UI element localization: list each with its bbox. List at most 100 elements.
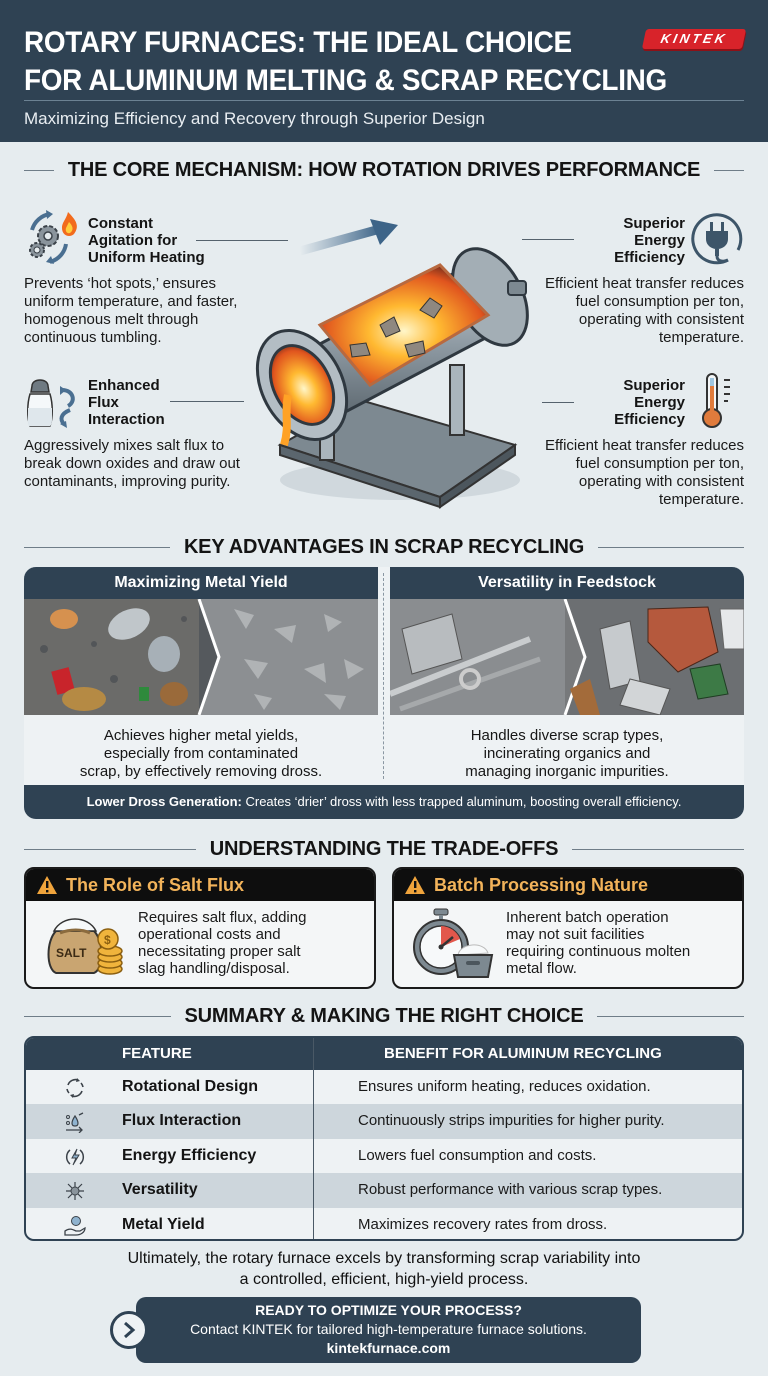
section-title: THE CORE MECHANISM: HOW ROTATION DRIVES …	[67, 158, 701, 181]
note-text: Creates ‘drier’ dross with less trapped …	[241, 794, 682, 809]
description-line: metal flow.	[506, 960, 577, 977]
kintek-logo: KINTEK	[641, 29, 747, 49]
header-banner: ROTARY FURNACES: THE IDEAL CHOICE FOR AL…	[0, 0, 768, 142]
title-line: Energy	[634, 394, 685, 411]
item-description: Efficient heat transfer reduces fuel con…	[545, 437, 744, 508]
advantage-metal-yield: Maximizing Metal Yield	[24, 567, 378, 785]
thermometer-icon	[700, 372, 740, 430]
description-line: may not suit facilities	[506, 926, 645, 943]
tradeoff-header: Batch Processing Nature	[394, 869, 742, 901]
title-line-1: ROTARY FURNACES: THE IDEAL CHOICE	[24, 26, 572, 59]
divider	[24, 169, 54, 171]
section-title: SUMMARY & MAKING THE RIGHT CHOICE	[184, 1004, 584, 1027]
title-line: Energy	[634, 232, 685, 249]
column-header-benefit: BENEFIT FOR ALUMINUM RECYCLING	[384, 1045, 662, 1062]
rotation-arrows-icon	[66, 1078, 84, 1098]
item-title: Superior Energy Efficiency	[580, 377, 685, 428]
header-divider	[24, 100, 744, 101]
chevron-right-icon	[124, 1321, 136, 1339]
tradeoff-description: Requires salt flux, adding operational c…	[138, 909, 368, 977]
description-line: especially from contaminated	[103, 745, 299, 762]
divider	[24, 546, 170, 548]
description-line: necessitating proper salt	[138, 943, 301, 960]
title-line: Uniform Heating	[88, 249, 205, 266]
item-description: Aggressively mixes salt flux to break do…	[24, 437, 240, 490]
feature-cell: Flux Interaction	[122, 1112, 242, 1130]
mechanism-item-flux-text: Aggressively mixes salt flux to break do…	[24, 437, 254, 491]
title-line: Interaction	[88, 411, 165, 428]
description-line: Requires salt flux, adding	[138, 909, 307, 926]
advantage-title: Maximizing Metal Yield	[24, 567, 378, 599]
advantage-description: Achieves higher metal yields, especially…	[24, 715, 378, 781]
description-line: Handles diverse scrap types,	[470, 727, 664, 744]
mechanism-item-energy-2-text: Efficient heat transfer reduces fuel con…	[534, 437, 744, 509]
item-title: Enhanced Flux Interaction	[88, 377, 208, 428]
benefit-cell: Ensures uniform heating, reduces oxidati…	[358, 1078, 651, 1095]
column-separator	[378, 567, 390, 785]
description-line: requiring continuous molten	[506, 943, 691, 960]
mechanism-item-agitation-text: Prevents ‘hot spots,’ ensures uniform te…	[24, 275, 254, 347]
leader-line	[522, 239, 574, 240]
title-line: Superior	[623, 215, 685, 232]
title-line: Superior	[623, 377, 685, 394]
item-description: Efficient heat transfer reduces fuel con…	[545, 275, 744, 346]
table-row: Versatility Robust performance with vari…	[26, 1173, 742, 1208]
description-line: Inherent batch operation	[506, 909, 669, 926]
warning-icon	[405, 876, 425, 894]
cta-banner[interactable]: READY TO OPTIMIZE YOUR PROCESS? Contact …	[136, 1297, 641, 1363]
description-line: incinerating organics and	[483, 745, 651, 762]
scrap-to-dross-photo	[24, 599, 378, 715]
stopwatch-batch-icon	[408, 907, 498, 979]
mechanism-item-energy-2: Superior Energy Efficiency	[580, 377, 685, 428]
leader-line	[196, 240, 288, 241]
table-row: Metal Yield Maximizes recovery rates fro…	[26, 1208, 742, 1239]
cta-heading: READY TO OPTIMIZE YOUR PROCESS?	[255, 1302, 522, 1318]
svg-text:$: $	[104, 933, 111, 947]
table-row: Flux Interaction Continuously strips imp…	[26, 1104, 742, 1139]
flux-drop-icon	[66, 1112, 84, 1134]
leader-line	[542, 402, 574, 403]
table-row: Rotational Design Ensures uniform heatin…	[26, 1070, 742, 1104]
page-title: ROTARY FURNACES: THE IDEAL CHOICE FOR AL…	[24, 24, 694, 100]
tradeoff-title: Batch Processing Nature	[434, 875, 649, 895]
advantage-versatility: Versatility in Feedstock Handles divers	[390, 567, 744, 785]
mechanism-item-energy: Superior Energy Efficiency	[580, 215, 685, 266]
energy-bolt-icon	[65, 1148, 85, 1166]
gears-rotation-flame-icon	[24, 208, 82, 266]
closing-line: a controlled, efficient, high-yield proc…	[239, 1271, 529, 1288]
title-line-2: FOR ALUMINUM MELTING & SCRAP RECYCLING	[24, 64, 667, 97]
benefit-cell: Continuously strips impurities for highe…	[358, 1112, 665, 1130]
cta-text: Contact KINTEK for tailored high-tempera…	[190, 1321, 587, 1337]
closing-line: Ultimately, the rotary furnace excels by…	[127, 1250, 641, 1267]
description-line: Achieves higher metal yields,	[103, 727, 299, 744]
tradeoff-title: The Role of Salt Flux	[66, 875, 245, 895]
benefit-cell: Robust performance with various scrap ty…	[358, 1181, 663, 1199]
table-header: FEATURE BENEFIT FOR ALUMINUM RECYCLING	[26, 1038, 742, 1070]
closing-statement: Ultimately, the rotary furnace excels by…	[0, 1248, 768, 1290]
website-link[interactable]: kintekfurnace.com	[326, 1340, 451, 1356]
advantage-description: Handles diverse scrap types, incineratin…	[390, 715, 744, 781]
network-hub-icon	[66, 1182, 84, 1201]
tradeoff-card-salt-flux: The Role of Salt Flux SALT $ Requires sa…	[24, 867, 376, 989]
divider	[598, 546, 744, 548]
power-plug-icon	[690, 212, 744, 266]
rotary-furnace-illustration	[240, 215, 540, 515]
leader-line	[170, 401, 244, 402]
benefit-cell: Maximizes recovery rates from dross.	[358, 1215, 608, 1233]
section-title: UNDERSTANDING THE TRADE-OFFS	[209, 837, 559, 860]
divider	[597, 1015, 744, 1017]
note-label: Lower Dross Generation:	[86, 794, 242, 809]
divider	[714, 169, 745, 171]
cta-arrow-button[interactable]	[110, 1311, 148, 1349]
column-divider	[313, 1038, 314, 1239]
svg-text:SALT: SALT	[56, 946, 87, 960]
advantages-panel: Maximizing Metal Yield	[24, 567, 744, 819]
title-line: Efficiency	[614, 411, 685, 428]
feature-cell: Rotational Design	[122, 1078, 259, 1095]
title-line: Flux	[88, 394, 119, 411]
column-header-feature: FEATURE	[122, 1045, 192, 1062]
section-heading-mechanism: THE CORE MECHANISM: HOW ROTATION DRIVES …	[24, 157, 745, 183]
diverse-scrap-photo	[390, 599, 744, 715]
description-line: operational costs and	[138, 926, 281, 943]
item-title: Superior Energy Efficiency	[580, 215, 685, 266]
